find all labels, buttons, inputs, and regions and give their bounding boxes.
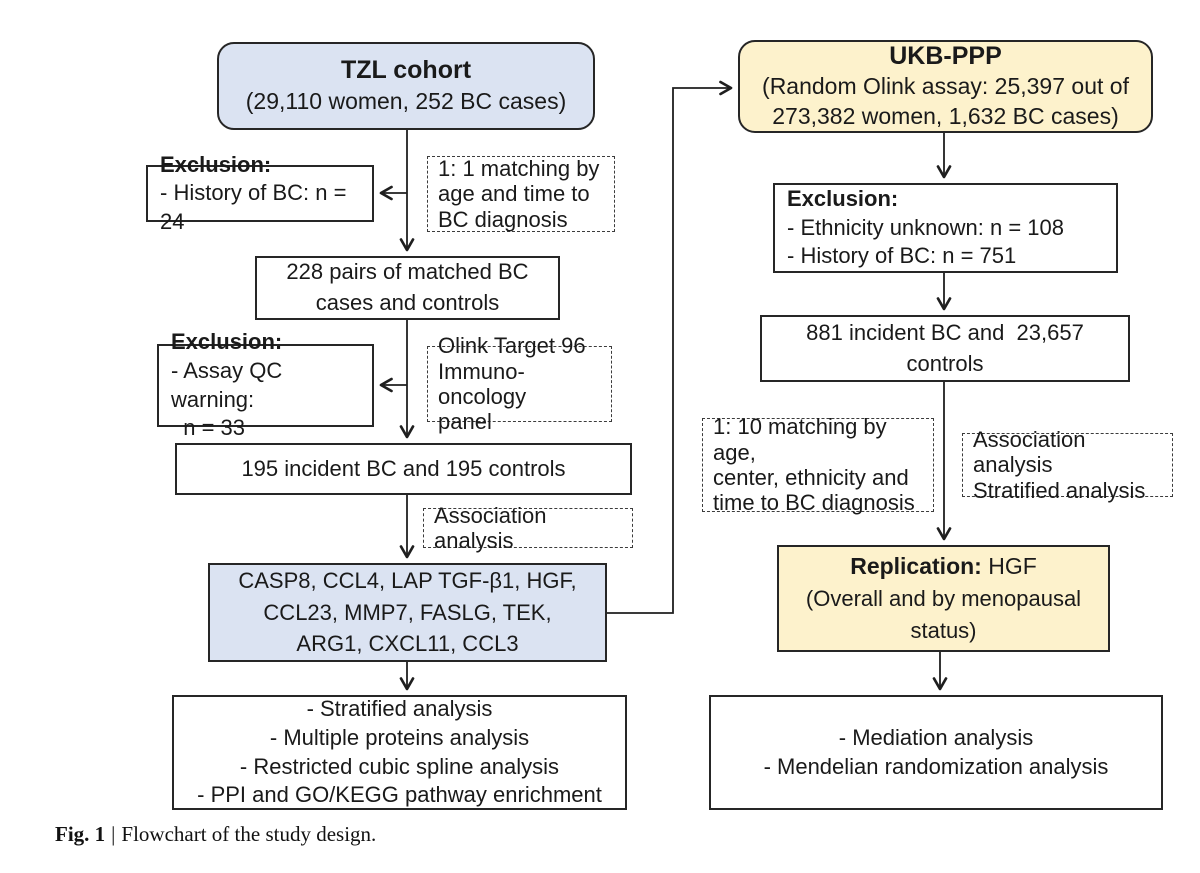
incident-881-line: controls xyxy=(906,350,984,376)
tzl-exclusion2-item: - Assay QC warning: xyxy=(171,357,289,412)
incident-881-line: 881 incident BC and 23,657 xyxy=(806,319,1084,345)
note-line: Stratified analysis xyxy=(973,477,1146,503)
protein-list-box: CASP8, CCL4, LAP TGF-β1, HGF, CCL23, MMP… xyxy=(208,563,607,662)
analysis-item: - Mediation analysis xyxy=(838,724,1034,750)
figure-caption: Fig. 1|Flowchart of the study design. xyxy=(55,822,376,847)
figure-caption-separator: | xyxy=(111,822,116,846)
tzl-cohort-box: TZL cohort (29,110 women, 252 BC cases) xyxy=(217,42,595,130)
tzl-exclusion2-box: Exclusion: - Assay QC warning: n = 33 xyxy=(157,329,374,440)
incident-195-text: 195 incident BC and 195 controls xyxy=(241,455,566,481)
note-line: 1: 1 matching by xyxy=(438,156,600,182)
ukb-cohort-box: UKB-PPP (Random Olink assay: 25,397 out … xyxy=(738,40,1153,133)
note-line: center, ethnicity and xyxy=(713,465,909,490)
replication-subtitle: (Overall and by menopausal xyxy=(805,586,1082,612)
connector-proteins-to-ukb xyxy=(607,80,733,614)
tzl-cohort-title: TZL cohort xyxy=(340,56,472,85)
ukb-exclusion-title: Exclusion: xyxy=(787,186,899,212)
note-line: age and time to xyxy=(438,181,590,207)
protein-list-line: CCL23, MMP7, FASLG, TEK, xyxy=(263,599,552,625)
replication-subtitle: status) xyxy=(910,618,977,644)
figure-caption-text: Flowchart of the study design. xyxy=(121,822,377,846)
note-line: 1: 10 matching by age, xyxy=(713,414,893,465)
tzl-cohort-subtitle: (29,110 women, 252 BC cases) xyxy=(245,87,567,114)
note-line: Olink Target 96 xyxy=(438,333,586,359)
tzl-exclusion2-title: Exclusion: xyxy=(171,329,283,355)
protein-list-line: ARG1, CXCL11, CCL3 xyxy=(296,631,519,657)
matched-pairs-box: 228 pairs of matched BC cases and contro… xyxy=(255,256,560,320)
replication-box: Replication: HGF (Overall and by menopau… xyxy=(777,545,1110,652)
matched-pairs-line: 228 pairs of matched BC xyxy=(286,259,529,285)
analysis-item: - Restricted cubic spline analysis xyxy=(239,753,560,779)
incident-881-box: 881 incident BC and 23,657 controls xyxy=(760,315,1130,382)
replication-title: Replication: xyxy=(850,552,982,579)
matched-pairs-line: cases and controls xyxy=(315,290,500,315)
analysis-item: - Mendelian randomization analysis xyxy=(763,753,1109,779)
ukb-analysis-note: Association analysis Stratified analysis xyxy=(962,427,1173,503)
analysis-item: - PPI and GO/KEGG pathway enrichment xyxy=(197,782,602,808)
replication-protein: HGF xyxy=(988,552,1037,579)
ukb-analyses-box: - Mediation analysis - Mendelian randomi… xyxy=(709,695,1163,810)
olink-panel-note: Olink Target 96 Immuno-oncology panel xyxy=(427,333,612,434)
analysis-item: - Multiple proteins analysis xyxy=(269,724,530,750)
tzl-analyses-box: - Stratified analysis - Multiple protein… xyxy=(172,695,627,810)
note-line: Immuno-oncology xyxy=(438,358,527,409)
protein-list-line: CASP8, CCL4, LAP TGF-β1, HGF, xyxy=(238,567,577,593)
ukb-cohort-subtitle: (Random Olink assay: 25,397 out of xyxy=(762,73,1129,100)
note-line: time to BC diagnosis xyxy=(713,490,915,516)
ukb-exclusion-item: - Ethnicity unknown: n = 108 xyxy=(787,214,1064,240)
note-line: Association analysis xyxy=(434,502,553,553)
ukb-exclusion-box: Exclusion: - Ethnicity unknown: n = 108 … xyxy=(773,183,1118,273)
tzl-exclusion2-item: n = 33 xyxy=(171,415,246,441)
analysis-item: - Stratified analysis xyxy=(306,696,493,722)
tzl-exclusion1-title: Exclusion: xyxy=(160,151,272,177)
matching-1to1-note: 1: 1 matching by age and time to BC diag… xyxy=(427,156,615,232)
ukb-cohort-title: UKB-PPP xyxy=(889,41,1002,70)
note-line: BC diagnosis xyxy=(438,206,568,232)
ukb-exclusion-item: - History of BC: n = 751 xyxy=(787,243,1017,269)
incident-195-box: 195 incident BC and 195 controls xyxy=(175,443,632,495)
tzl-exclusion1-box: Exclusion: - History of BC: n = 24 xyxy=(146,152,374,234)
figure-caption-label: Fig. 1 xyxy=(55,822,106,846)
ukb-cohort-subtitle: 273,382 women, 1,632 BC cases) xyxy=(772,103,1119,130)
matching-1to10-note: 1: 10 matching by age, center, ethnicity… xyxy=(702,414,934,516)
tzl-exclusion1-item: - History of BC: n = 24 xyxy=(160,180,353,234)
note-line: Association analysis xyxy=(973,427,1092,478)
replication-title-line: Replication: HGF xyxy=(850,550,1037,583)
association-analysis-note: Association analysis xyxy=(423,503,633,553)
note-line: panel xyxy=(438,409,492,435)
